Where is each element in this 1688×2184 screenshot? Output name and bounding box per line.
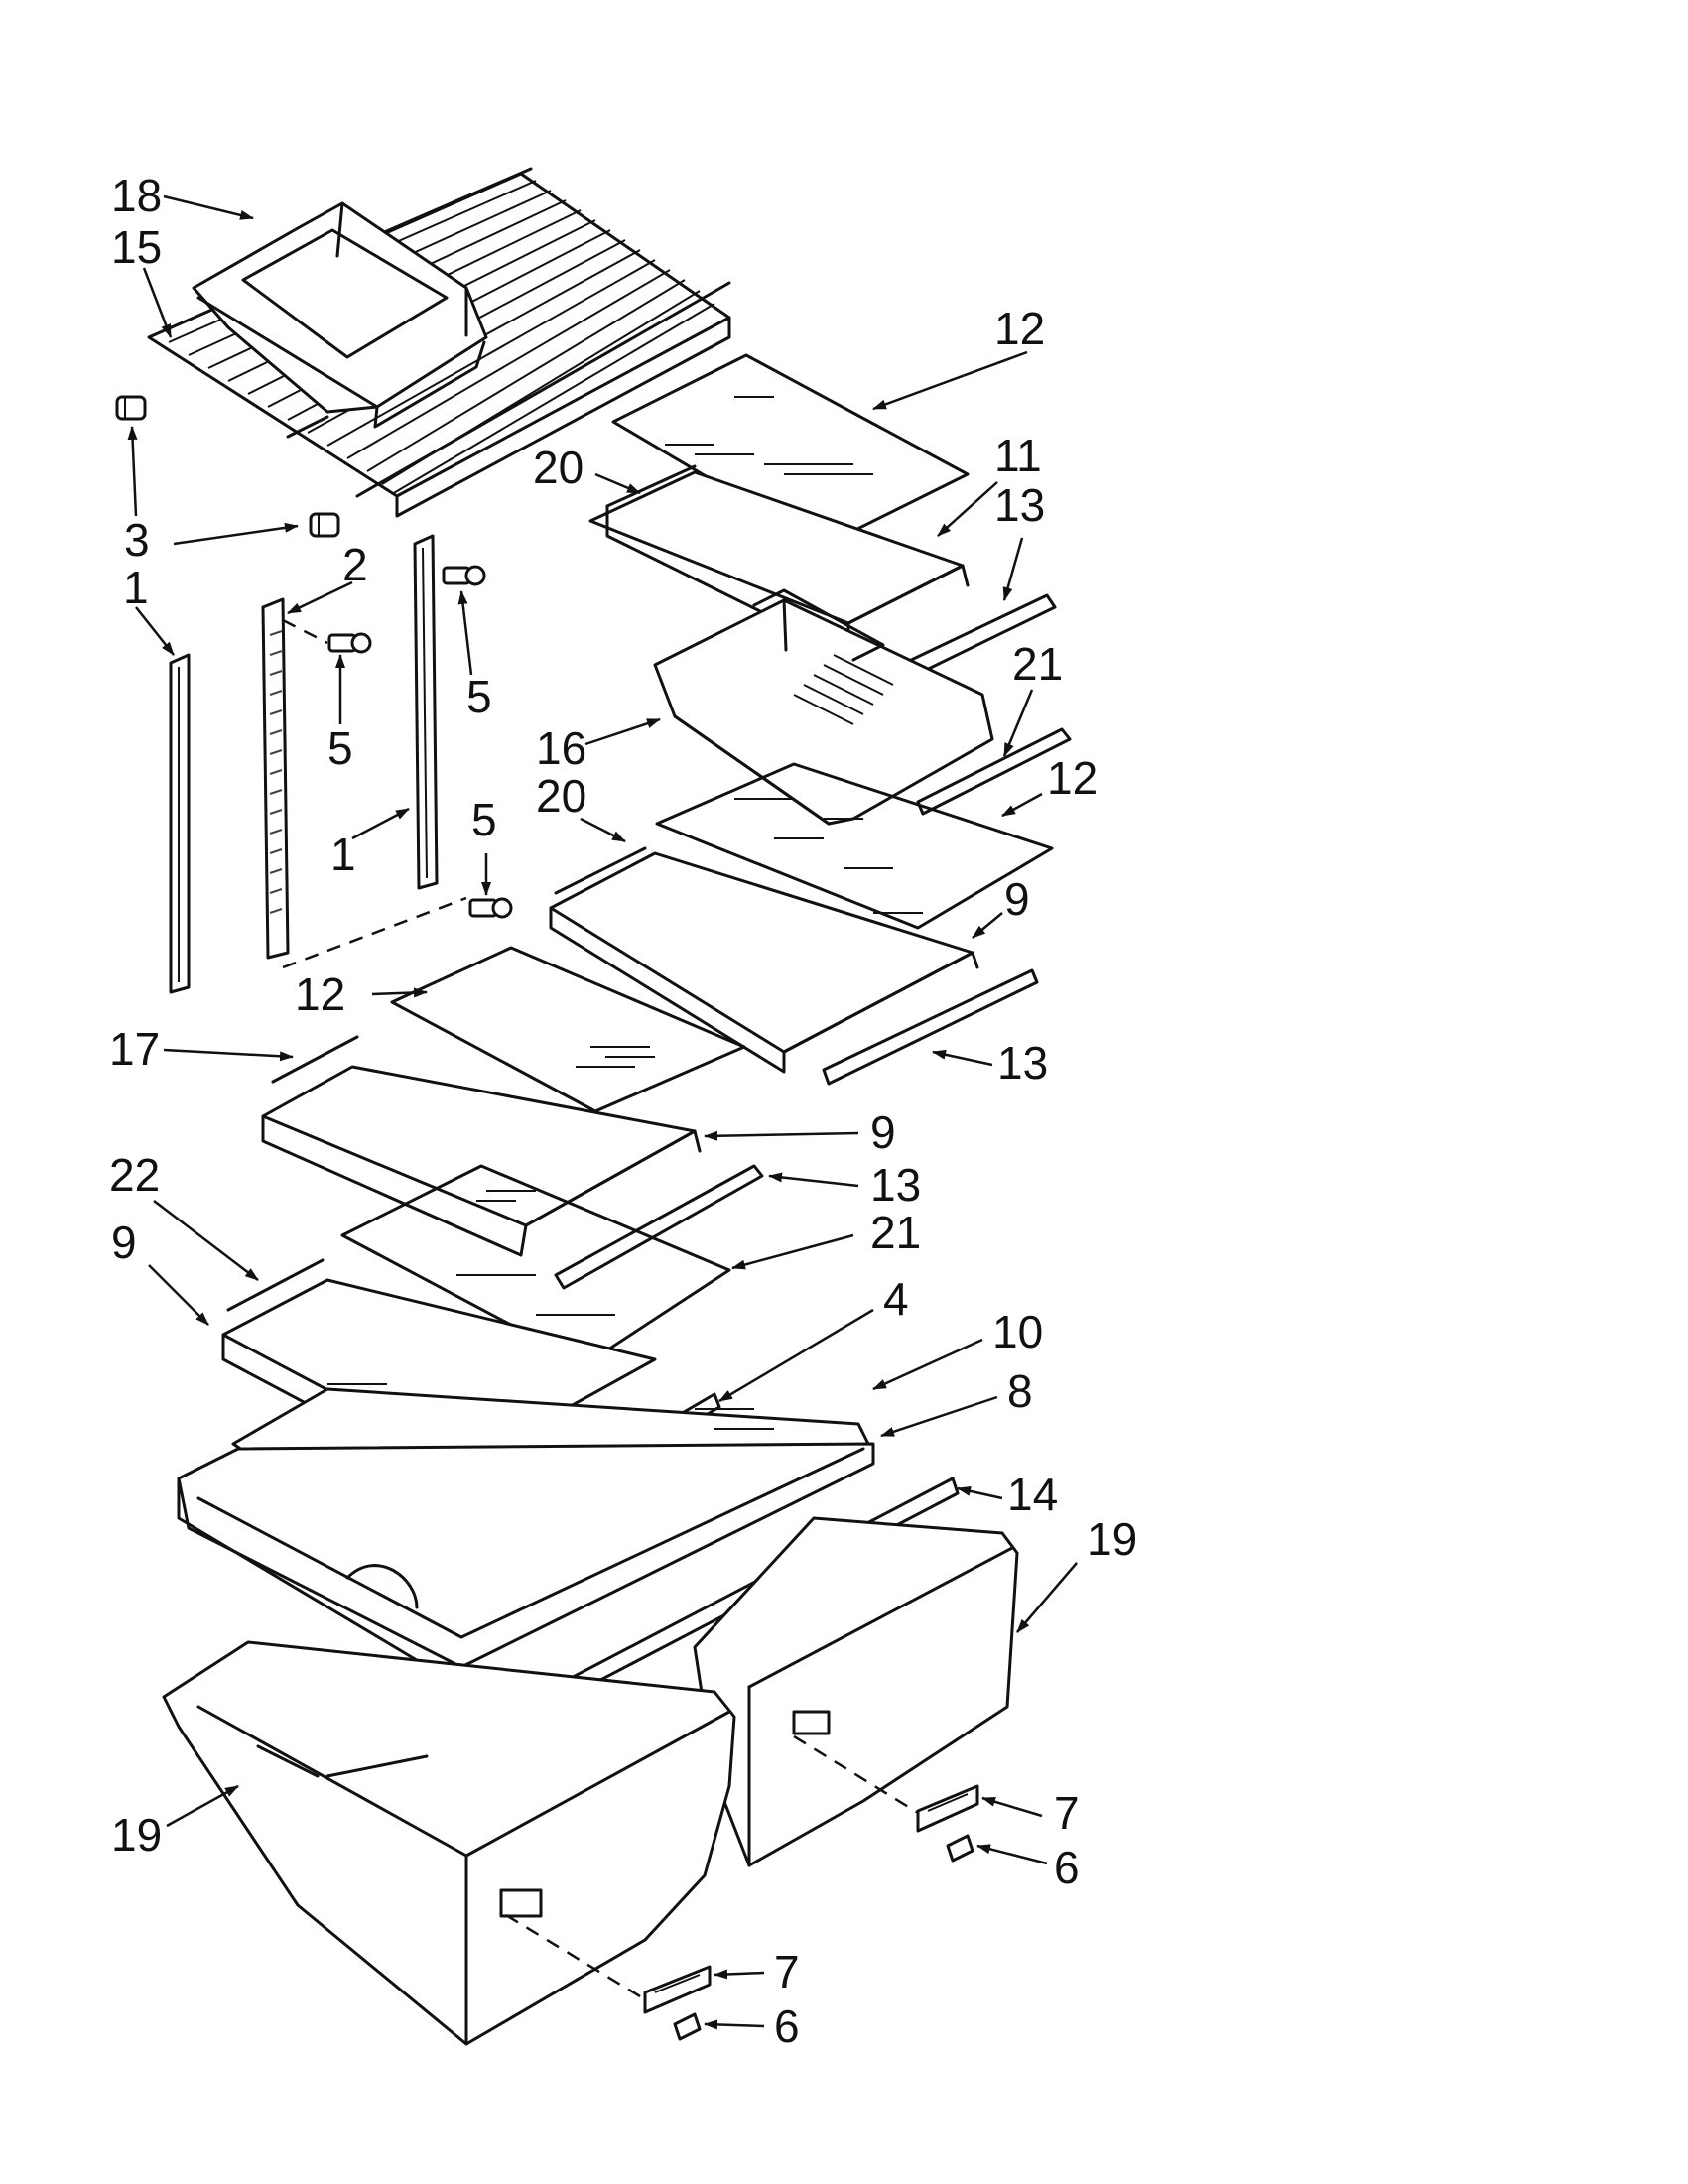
callout-5: 5 (471, 794, 497, 845)
callout-3: 3 (124, 514, 150, 566)
part-ladder (261, 597, 290, 960)
part-trim-13c (554, 1164, 764, 1290)
part-glass-lower (390, 946, 746, 1113)
callout-4: 4 (883, 1273, 909, 1325)
callout-2: 2 (342, 539, 368, 590)
part-screw-a (327, 632, 372, 654)
callout-12: 12 (295, 968, 345, 1020)
callout-15: 15 (111, 221, 162, 273)
callout-6: 6 (1054, 1842, 1080, 1893)
part-shelf-frame-middle (549, 846, 979, 1074)
part-shelf-frame-lower (261, 1035, 702, 1257)
callout-8: 8 (1007, 1365, 1033, 1417)
callout-18: 18 (111, 170, 162, 221)
callout-7: 7 (774, 1946, 800, 1997)
callout-20: 20 (536, 770, 586, 822)
callout-17: 17 (109, 1023, 160, 1075)
callout-10: 10 (992, 1306, 1043, 1357)
part-handle-6b (673, 2012, 702, 2041)
alignment-dash-ladder-base (282, 896, 467, 969)
callout-12: 12 (1047, 752, 1098, 804)
callout-9: 9 (870, 1106, 896, 1158)
alignment-dash-ladder-screw (282, 618, 328, 645)
callout-20: 20 (533, 442, 584, 493)
part-screw-c (468, 897, 513, 919)
callout-5: 5 (466, 671, 492, 722)
callout-22: 22 (109, 1149, 160, 1201)
part-screw-b (442, 565, 486, 586)
callout-labels: 18 15 3 12 20 11 13 2 1 5 5 5 1 21 16 20… (109, 170, 1137, 2052)
alignment-dash-drawer-left (505, 1913, 646, 2001)
callout-13: 13 (870, 1159, 921, 1211)
part-trim-21a (916, 727, 1072, 816)
parts-drawing (115, 167, 1072, 2046)
part-crisper-pan (653, 588, 994, 826)
callout-6: 6 (774, 2000, 800, 2052)
callout-13: 13 (994, 479, 1045, 531)
callout-13: 13 (997, 1037, 1048, 1089)
part-handle-7a (916, 1784, 979, 1833)
callout-19: 19 (1087, 1513, 1137, 1565)
leader-arrows (127, 194, 1078, 2030)
part-bin (192, 201, 488, 429)
part-crisper-glass (340, 1164, 731, 1366)
alignment-dash-drawer-right (793, 1734, 924, 1818)
part-drawer-left (162, 1640, 736, 2046)
callout-19: 19 (111, 1809, 162, 1861)
callout-16: 16 (536, 722, 586, 774)
callout-7: 7 (1054, 1787, 1080, 1839)
part-shelf-frame-upper (588, 464, 970, 657)
part-rail-left (169, 653, 191, 994)
callout-11: 11 (994, 430, 1042, 481)
callout-5: 5 (327, 722, 353, 774)
part-drawer-right (693, 1516, 1019, 1867)
part-handle-7b (643, 1965, 712, 2014)
callout-21: 21 (1012, 638, 1063, 690)
part-crisper-frame-base (177, 1442, 875, 1689)
part-shelf-studs (115, 395, 340, 538)
callout-21: 21 (870, 1207, 921, 1258)
part-trim-13b (822, 968, 1039, 1086)
callout-9: 9 (111, 1217, 137, 1268)
part-handle-6a (946, 1834, 974, 1863)
callout-14: 14 (1007, 1469, 1058, 1520)
part-rail-right (413, 534, 439, 890)
callout-12: 12 (994, 303, 1045, 354)
part-glass-middle (655, 762, 1054, 930)
callout-1: 1 (123, 562, 149, 613)
callout-9: 9 (1004, 873, 1030, 925)
callout-1: 1 (330, 829, 356, 880)
